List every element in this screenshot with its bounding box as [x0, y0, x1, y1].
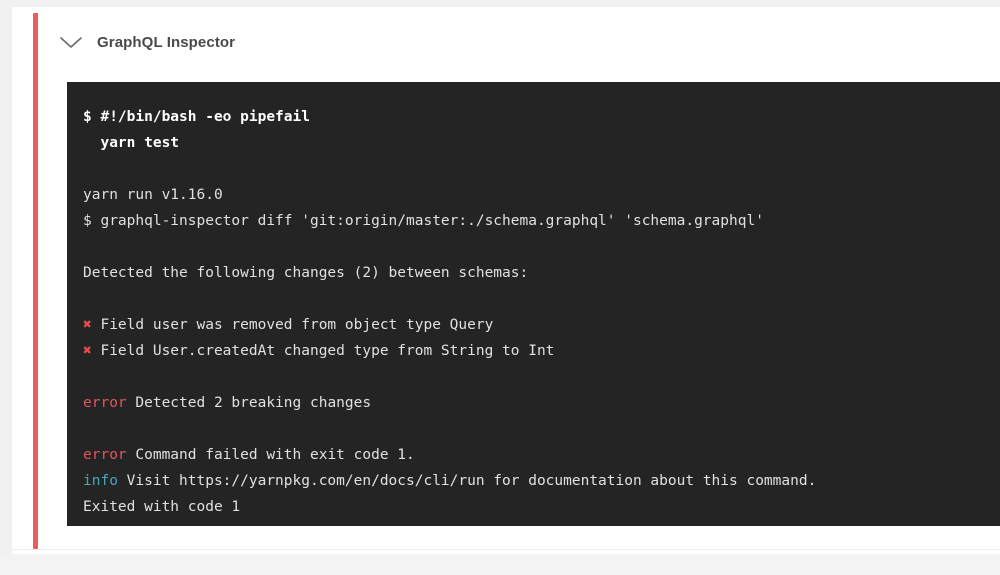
terminal-line: [83, 234, 1000, 260]
terminal-line: ✖ Field User.createdAt changed type from…: [83, 338, 1000, 364]
page-left-gutter: [0, 0, 12, 575]
chevron-down-icon[interactable]: [56, 27, 86, 57]
terminal-line-text: Detected 2 breaking changes: [126, 395, 372, 411]
terminal-line: error Command failed with exit code 1.: [83, 442, 1000, 468]
job-header[interactable]: GraphQL Inspector: [56, 21, 235, 63]
terminal-log-lines: $ #!/bin/bash -eo pipefail yarn test yar…: [67, 82, 1000, 526]
build-job-card: GraphQL Inspector $ #!/bin/bash -eo pipe…: [12, 6, 1000, 554]
breaking-change-mark-icon: ✖: [83, 343, 92, 359]
terminal-line: ✖ Field user was removed from object typ…: [83, 312, 1000, 338]
terminal-line: error Detected 2 breaking changes: [83, 390, 1000, 416]
terminal-line: yarn test: [83, 130, 1000, 156]
terminal-line-text: Detected the following changes (2) betwe…: [83, 265, 529, 281]
terminal-line-text: Visit https://yarnpkg.com/en/docs/cli/ru…: [117, 473, 817, 489]
terminal-line: Detected the following changes (2) betwe…: [83, 260, 1000, 286]
terminal-line: [83, 364, 1000, 390]
breaking-change-mark-icon: ✖: [83, 317, 92, 333]
terminal-line: [83, 416, 1000, 442]
card-divider: [12, 549, 1000, 550]
terminal-line: [83, 286, 1000, 312]
terminal-line: yarn run v1.16.0: [83, 182, 1000, 208]
terminal-command-text: $ #!/bin/bash -eo pipefail: [83, 109, 310, 125]
terminal-line: [83, 156, 1000, 182]
terminal-line-text: $ graphql-inspector diff 'git:origin/mas…: [83, 213, 764, 229]
terminal-command-text: yarn test: [83, 135, 180, 151]
terminal-line: $ graphql-inspector diff 'git:origin/mas…: [83, 208, 1000, 234]
terminal-line-text: Field user was removed from object type …: [91, 317, 494, 333]
terminal-line: $ #!/bin/bash -eo pipefail: [83, 104, 1000, 130]
terminal-line-text: yarn run v1.16.0: [83, 187, 223, 203]
terminal-line-text: Exited with code 1: [83, 499, 241, 515]
terminal-line: Exited with code 1: [83, 494, 1000, 520]
terminal-error-label: error: [83, 395, 127, 411]
job-title: GraphQL Inspector: [97, 33, 236, 51]
page-bottom-strip: [0, 554, 1000, 575]
terminal-info-label: info: [83, 473, 118, 489]
terminal-error-label: error: [83, 447, 127, 463]
terminal-line-text: Field User.createdAt changed type from S…: [91, 343, 555, 359]
job-status-bar: [33, 13, 38, 549]
terminal-line-text: Command failed with exit code 1.: [126, 447, 415, 463]
terminal-log-panel[interactable]: $ #!/bin/bash -eo pipefail yarn test yar…: [67, 82, 1000, 526]
terminal-line: info Visit https://yarnpkg.com/en/docs/c…: [83, 468, 1000, 494]
card-footer: [12, 550, 1000, 554]
